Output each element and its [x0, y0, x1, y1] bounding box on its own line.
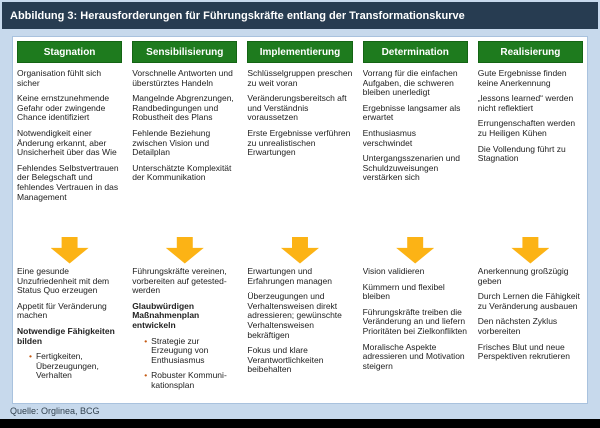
challenge-item: Untergangsszenarien und Schuldzuweisunge…	[362, 153, 460, 183]
challenge-item: Gute Ergebnisse finden keine Anerkennung	[477, 68, 567, 88]
action-item: Frisches Blut und neue Perspektiven rekr…	[477, 341, 570, 362]
action-item: Notwendige Fähigkeiten bilden	[17, 325, 115, 346]
arrow-row	[132, 235, 237, 265]
challenge-item: Keine ernstzunehmende Gefahr oder zwinge…	[17, 93, 110, 123]
action-item: Überzeugungen und Verhaltensweisen direk…	[247, 291, 342, 340]
sub-bullet-item: •Fertigkeiten, Überzeugungen, Verhalten	[29, 351, 122, 381]
action-item: Eine gesunde Unzufriedenheit mit dem Sta…	[17, 266, 110, 296]
action-item: Kümmern und flexibel bleiben	[362, 281, 445, 302]
bullet-icon: •	[144, 370, 148, 381]
action-item: Anerkennung großzügig geben	[477, 266, 569, 286]
challenge-item: „lessons learned“ werden nicht reflektie…	[477, 93, 574, 113]
sub-bullet-text: Robuster Kommuni­kationsplan	[151, 370, 227, 390]
phase-header: Implementierung	[247, 41, 353, 63]
action-item: Glaubwürdigen Maßnahmenplan entwickeln	[132, 300, 200, 330]
actions-section: Eine gesunde Unzufriedenheit mit dem Sta…	[17, 265, 122, 399]
action-item: Vision validieren	[362, 266, 425, 276]
actions-section: Führungskräfte vereinen, vorbereiten auf…	[132, 265, 237, 399]
sub-bullet-text: Strategie zur Erzeugung von Enthusiasmus	[151, 335, 209, 365]
arrow-row	[247, 235, 352, 265]
challenge-item: Vorschnelle Antworten und überstürztes H…	[132, 68, 233, 88]
down-arrow-icon	[50, 236, 89, 264]
action-item: Durch Lernen die Fähigkeit zu Veränderun…	[477, 291, 580, 311]
challenge-item: Organisation fühlt sich sicher	[17, 68, 102, 88]
figure-title-bar: Abbildung 3: Herausforderungen für Führu…	[2, 2, 598, 29]
challenge-item: Errungenschaften werden zu Heiligen Kühe…	[477, 118, 576, 138]
down-arrow-icon	[511, 236, 550, 264]
challenge-item: Enthusiasmus verschwindet	[362, 127, 416, 148]
action-item: Appetit für Veränderung machen	[17, 300, 107, 321]
action-item: Erwartungen und Erfahrungen managen	[247, 266, 332, 286]
phase-header: Realisierung	[477, 41, 583, 63]
challenges-section: Vorschnelle Antworten und überstürztes H…	[132, 63, 237, 235]
action-item: Führungskräfte treiben die Veränderung a…	[362, 306, 468, 336]
action-item: Den nächsten Zyklus vorbereiten	[477, 316, 558, 336]
bullet-icon: •	[144, 335, 148, 346]
arrow-row	[17, 235, 122, 265]
challenge-item: Unterschätzte Komplexität der Kommunikat…	[132, 162, 232, 183]
down-arrow-icon	[396, 236, 435, 264]
sub-bullet-item: •Strategie zur Erzeugung von Enthusiasmu…	[144, 335, 237, 366]
phase-header: Stagnation	[17, 41, 123, 63]
action-item: Führungskräfte vereinen, vorbereiten auf…	[132, 266, 227, 296]
challenge-item: Die Vollendung führt zu Stagnation	[477, 143, 566, 164]
action-item: Moralische Aspekte adressieren und Motiv…	[362, 341, 465, 371]
bullet-icon: •	[29, 351, 32, 362]
down-arrow-icon	[165, 236, 204, 264]
down-arrow-icon	[280, 236, 319, 264]
sub-bullet-item: •Robuster Kommuni­kationsplan	[144, 370, 237, 390]
challenge-item: Mangelnde Abgren­zungen, Randbedingungen…	[132, 93, 234, 123]
challenge-item: Notwendigkeit einer Änderung erkannt, ab…	[17, 127, 117, 158]
challenges-section: Gute Ergebnisse finden keine Anerkennung…	[478, 63, 583, 235]
phase-header: Sensibilisierung	[132, 41, 238, 63]
source-note: Quelle: Orglinea, BCG	[10, 406, 100, 416]
challenges-section: Vorrang für die einfachen Aufgaben, die …	[363, 63, 468, 235]
challenge-item: Schlüsselgruppen preschen zu weit voran	[247, 68, 353, 88]
sub-bullet-text: Fertigkeiten, Überzeugungen, Verhalten	[35, 351, 99, 381]
arrow-row	[478, 235, 583, 265]
figure-title: Abbildung 3: Herausforderungen für Führu…	[10, 9, 465, 22]
bottom-bar	[0, 419, 600, 428]
challenge-item: Vorrang für die einfachen Aufgaben, die …	[362, 68, 458, 98]
challenge-item: Erste Ergebnisse verführen zu unrealisti…	[247, 127, 351, 158]
challenge-item: Veränderungsbereitsch aft und Verständni…	[247, 93, 347, 123]
challenge-item: Fehlendes Selbstvertrauen der Belegschaf…	[17, 162, 119, 202]
challenge-item: Fehlende Beziehung zwischen Vision und D…	[132, 127, 211, 158]
arrow-row	[363, 235, 468, 265]
action-item: Fokus und klare Verantwortlichkeiten bei…	[247, 345, 324, 375]
challenge-item: Ergebnisse langsamer als erwartet	[362, 102, 461, 123]
phase-header: Determination	[362, 41, 468, 63]
